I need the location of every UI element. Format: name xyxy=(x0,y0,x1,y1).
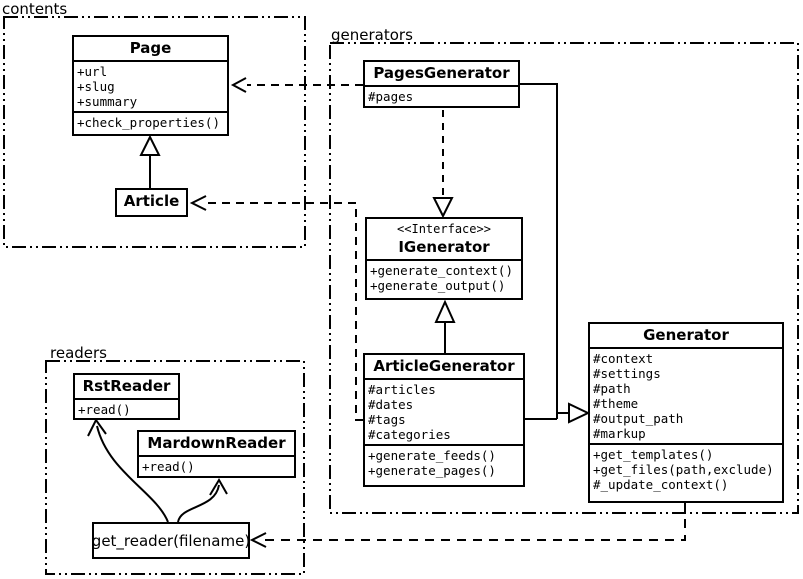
open-arrow-icon-rstreader xyxy=(87,418,107,437)
member-read: +read() xyxy=(142,459,195,474)
member-get-templates: +get_templates() xyxy=(593,447,714,462)
methods-compartment-generator: +get_templates()+get_files(path,exclude)… xyxy=(590,443,782,494)
function-label-getreader: get_reader(filename) xyxy=(92,531,250,550)
attributes-compartment-pagesgenerator: #pages xyxy=(365,85,518,106)
member-slug: +slug xyxy=(77,79,115,94)
class-box-article: Article xyxy=(115,188,188,217)
class-box-page: Page +url+slug+summary +check_properties… xyxy=(72,35,229,136)
member-output-path: #output_path xyxy=(593,411,684,426)
package-label-generators: generators xyxy=(331,26,413,44)
package-label-readers: readers xyxy=(50,344,107,362)
member-categories: #categories xyxy=(368,427,451,442)
dependency-line-generator-to-getreader xyxy=(258,503,686,541)
realization-triangle-icon-igenerator-top xyxy=(432,197,454,219)
member-settings: #settings xyxy=(593,366,661,381)
class-title-igenerator: IGenerator xyxy=(398,238,490,256)
member-pages: #pages xyxy=(368,89,414,104)
class-box-igenerator: <<Interface>> IGenerator +generate_conte… xyxy=(365,217,523,300)
member-path: #path xyxy=(593,381,631,396)
member-context: #context xyxy=(593,351,654,366)
class-title-rstreader: RstReader xyxy=(82,377,171,395)
call-line-getreader-to-mardownreader xyxy=(177,484,220,523)
attributes-compartment-articlegenerator: #articles#dates#tags#categories xyxy=(365,378,523,444)
class-box-rstreader: RstReader +read() xyxy=(73,373,180,420)
member-generate-pages: +generate_pages() xyxy=(368,463,496,478)
member-check-properties: +check_properties() xyxy=(77,115,220,130)
class-title-article: Article xyxy=(123,192,180,210)
class-title-generator: Generator xyxy=(643,326,729,344)
member-generate-feeds: +generate_feeds() xyxy=(368,448,496,463)
attributes-compartment-page: +url+slug+summary xyxy=(74,60,227,111)
generalization-line-pagesgenerator-to-generator xyxy=(520,83,558,419)
member-generate-output: +generate_output() xyxy=(370,278,506,293)
attributes-compartment-generator: #context#settings#path#theme#output_path… xyxy=(590,347,782,443)
generalization-triangle-icon-page xyxy=(139,134,161,156)
class-box-articlegenerator: ArticleGenerator #articles#dates#tags#ca… xyxy=(363,353,525,487)
class-title-pagesgenerator: PagesGenerator xyxy=(373,64,510,82)
class-box-mardownreader: MardownReader +read() xyxy=(137,430,296,478)
member-get-files-path-exclude: +get_files(path,exclude) xyxy=(593,462,774,477)
member-generate-context: +generate_context() xyxy=(370,263,513,278)
member-summary: +summary xyxy=(77,94,138,109)
member-dates: #dates xyxy=(368,397,414,412)
dependency-line-articlegenerator-to-article xyxy=(207,202,363,421)
member-update-context: #_update_context() xyxy=(593,477,729,492)
class-box-generator: Generator #context#settings#path#theme#o… xyxy=(588,322,784,503)
class-box-pagesgenerator: PagesGenerator #pages xyxy=(363,60,520,108)
open-arrow-icon-article xyxy=(189,195,207,211)
generalization-triangle-icon-igenerator-bottom xyxy=(434,299,456,323)
member-url: +url xyxy=(77,64,108,79)
member-tags: #tags xyxy=(368,412,406,427)
methods-compartment-mardownreader: +read() xyxy=(139,455,294,476)
class-title-articlegenerator: ArticleGenerator xyxy=(373,357,515,375)
open-arrow-icon-getreader xyxy=(249,532,267,548)
class-title-mardownreader: MardownReader xyxy=(147,434,286,452)
stereotype-igenerator: <<Interface>> xyxy=(397,222,491,236)
package-label-contents: contents xyxy=(2,0,68,18)
member-theme: #theme xyxy=(593,396,639,411)
methods-compartment-rstreader: +read() xyxy=(75,398,178,418)
generalization-triangle-icon-generator xyxy=(568,402,591,424)
member-markup: #markup xyxy=(593,426,646,441)
open-arrow-icon-page xyxy=(230,77,247,93)
function-box-getreader: get_reader(filename) xyxy=(92,522,250,559)
member-read: +read() xyxy=(78,402,131,417)
methods-compartment-articlegenerator: +generate_feeds()+generate_pages() xyxy=(365,444,523,480)
methods-compartment-page: +check_properties() xyxy=(74,111,227,132)
member-articles: #articles xyxy=(368,382,436,397)
class-title-page: Page xyxy=(129,39,172,57)
open-arrow-icon-mardownreader xyxy=(209,478,228,496)
methods-compartment-igenerator: +generate_context()+generate_output() xyxy=(367,259,521,295)
